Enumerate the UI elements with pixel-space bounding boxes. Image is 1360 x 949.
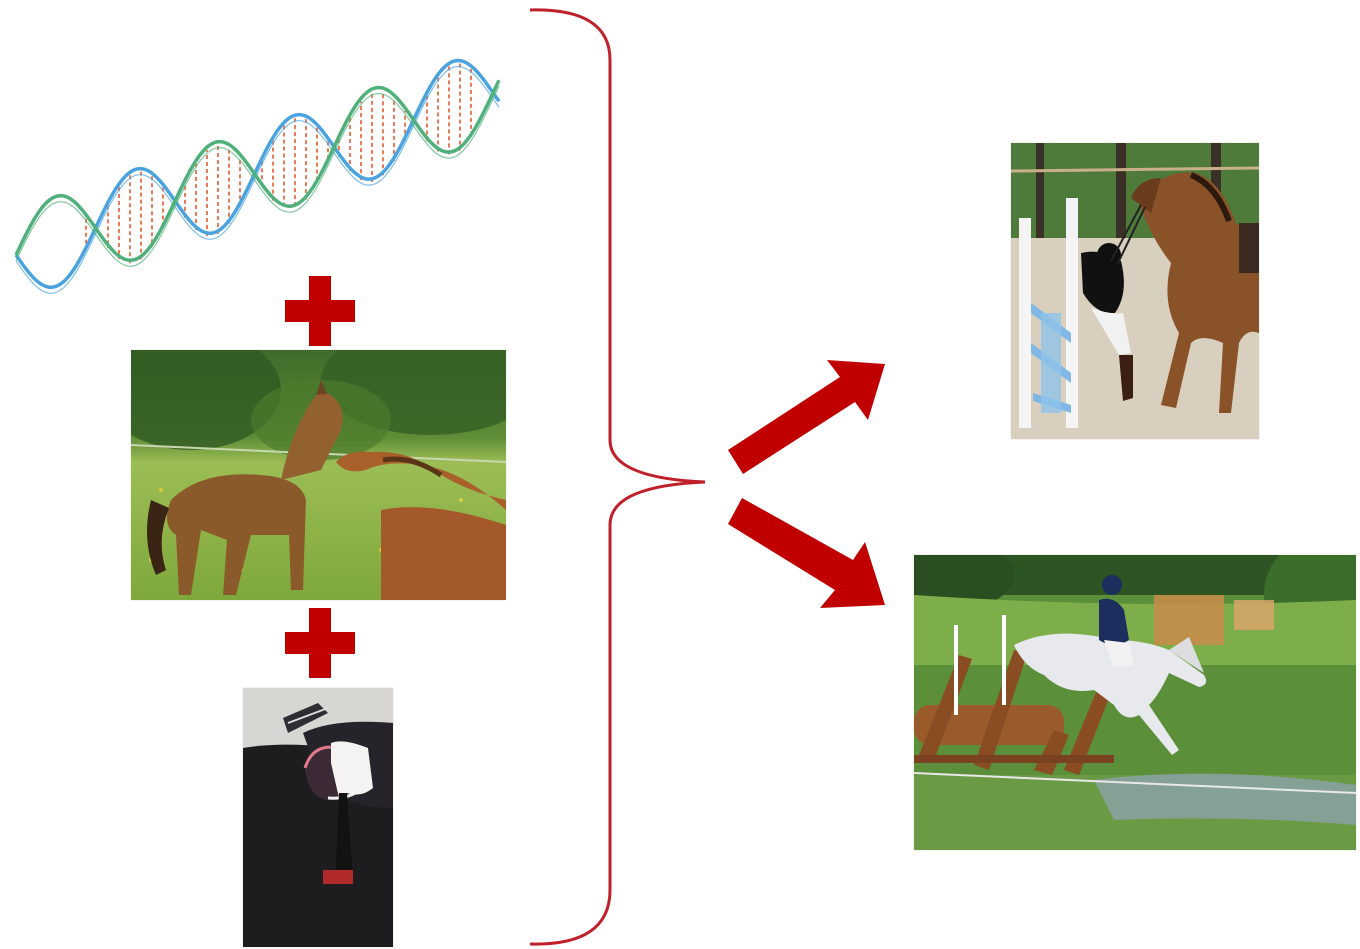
plus-icon [285,276,355,346]
refusal-photo [1011,143,1259,439]
rider-photo [243,688,393,947]
dna-helix-icon [14,58,501,294]
cross-country-photo [914,555,1356,850]
plus-icon [285,608,355,678]
foals-photo [131,350,506,600]
right-curly-brace-icon [529,8,706,946]
arrow-up-right-icon [728,360,885,474]
arrow-down-right-icon [728,498,885,608]
